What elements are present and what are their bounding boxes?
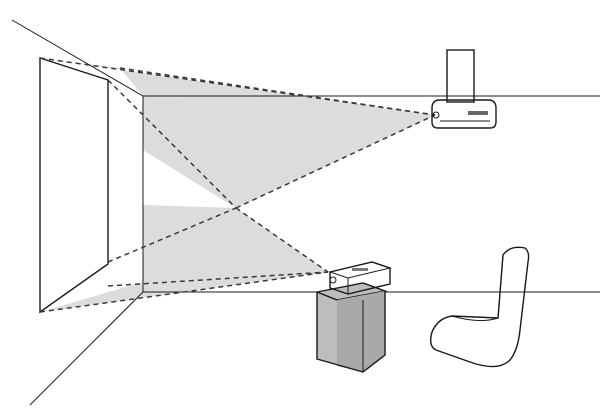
ceiling-beam-middle [143,96,435,208]
table-ray-bottom-inner [107,271,329,287]
table-projector-vent [352,268,368,271]
floor-wall-edge [29,291,144,406]
ceiling-projector-lens-icon [432,111,440,119]
table [314,282,388,373]
chair-back-edge [497,254,504,319]
ceiling-ray-lower-left [107,79,237,209]
ceiling-mount [446,49,475,103]
table-side [337,291,385,372]
table-projector-lens-icon [329,276,337,284]
ceiling-wall-edge [11,19,144,97]
table-beam-middle [143,205,328,272]
table-projector-top [328,261,392,279]
table-ray-bottom [39,271,329,313]
screen-surface [39,57,109,314]
table-beam-lower [40,262,328,312]
chair-body [429,246,530,368]
projection-screen [39,57,109,314]
table-ray-upper-right [235,207,329,273]
ceiling-ray-lower-right [235,114,436,209]
ceiling-projector [431,49,497,129]
ceiling-projector-beam [40,58,435,208]
table-projector [328,261,392,295]
ceiling-ray-top-inner [119,67,436,116]
table-projector-beam [40,205,328,312]
ceiling-ray-top [39,57,436,116]
ceiling-projector-body [431,99,497,129]
projection-lines [39,57,436,313]
chair-seat-edge [451,315,499,322]
chair [429,246,530,368]
ceiling-projector-vent [468,111,488,115]
